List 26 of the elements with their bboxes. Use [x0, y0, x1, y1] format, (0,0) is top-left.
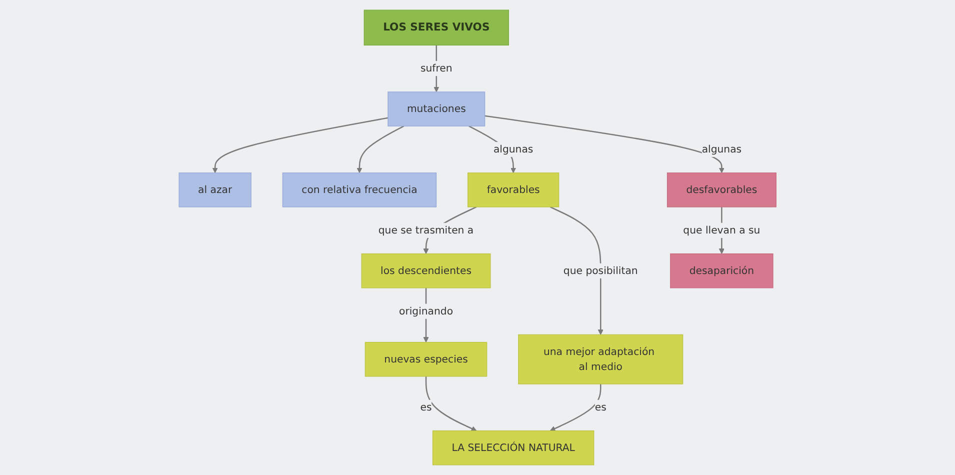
node-box: nuevas especies	[364, 342, 488, 377]
node-box: con relativa frecuencia	[282, 172, 436, 208]
arrow	[212, 117, 388, 174]
arrow	[356, 126, 404, 174]
edge-label: algunas	[493, 143, 534, 156]
arrow	[550, 384, 602, 432]
node-box: los descendientes	[361, 253, 491, 288]
node-box: desaparición	[670, 253, 774, 288]
node-box: mutaciones	[388, 92, 486, 126]
edge-label: originando	[398, 304, 453, 317]
edge-label: sufren	[420, 62, 452, 74]
edge-label: que se trasmiten a	[378, 224, 474, 236]
arrow	[425, 376, 477, 432]
edge-label: es	[594, 401, 606, 414]
node-box: al azar	[178, 172, 252, 208]
node-box: una mejor adaptación al medio	[518, 334, 684, 384]
node-box: LOS SERES VIVOS	[364, 10, 509, 46]
node-box: LA SELECCIÓN NATURAL	[432, 430, 594, 466]
edge-label: es	[420, 401, 432, 414]
edge-label: que posibilitan	[563, 264, 638, 277]
arrow	[484, 115, 724, 174]
node-box: desfavorables	[666, 172, 776, 208]
edge-label: que llevan a su	[683, 224, 760, 236]
edge-label: algunas	[702, 143, 742, 156]
arrow	[550, 206, 604, 335]
node-box: favorables	[467, 172, 560, 208]
